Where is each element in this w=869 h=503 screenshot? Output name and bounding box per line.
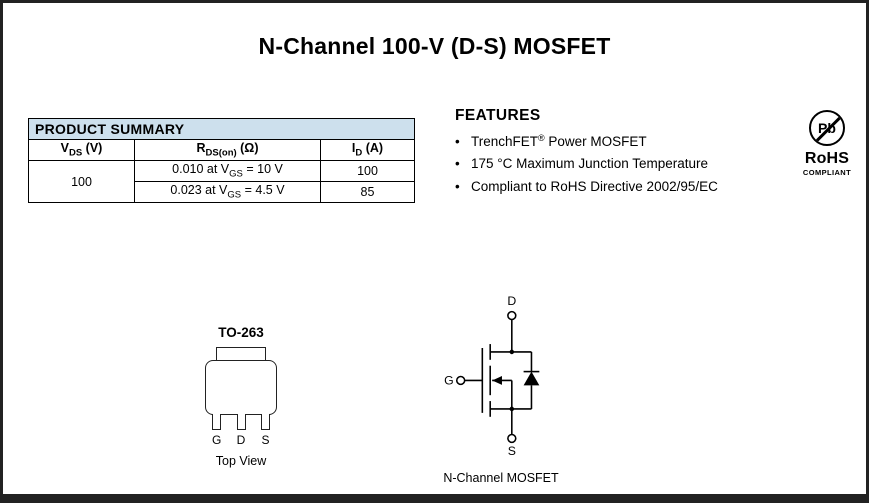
package-lead <box>212 414 221 430</box>
vds-value-cell: 100 <box>28 160 135 203</box>
table-banner: PRODUCT SUMMARY <box>28 118 415 140</box>
terminal-label-s: S <box>508 444 516 458</box>
package-tab <box>216 347 266 360</box>
table-row: 100 0.010 at VGS = 10 V 100 <box>28 160 415 203</box>
source-terminal <box>507 433 517 444</box>
rds-value-cell: 0.023 at VGS = 4.5 V <box>134 181 321 203</box>
feature-item: • Compliant to RoHS Directive 2002/95/EC <box>455 177 775 197</box>
junction-dot <box>509 349 515 355</box>
mosfet-schematic: D G S N-Channel MOSFET <box>431 291 571 485</box>
page-title: N-Channel 100-V (D-S) MOSFET <box>258 33 611 59</box>
feature-item: • 175 °C Maximum Junction Temperature <box>455 154 775 174</box>
features-heading: FEATURES <box>455 107 541 124</box>
feature-text: Compliant to RoHS Directive 2002/95/EC <box>471 178 718 194</box>
features-section: FEATURES • TrenchFET® Power MOSFET • 175… <box>455 107 775 199</box>
package-lead <box>236 414 246 430</box>
pb-free-icon: Pb <box>809 110 845 146</box>
mosfet-symbol-svg: D G S <box>444 294 540 458</box>
package-body <box>205 360 277 415</box>
feature-item: • TrenchFET® Power MOSFET <box>455 132 775 152</box>
pin-label-s: S <box>261 433 270 447</box>
gate-terminal <box>455 375 466 386</box>
id-value-cell: 85 <box>320 181 415 203</box>
table-header-row: VDS (V) RDS(on) (Ω) ID (A) <box>28 139 415 161</box>
rohs-badge: Pb RoHS COMPLIANT <box>795 110 859 177</box>
package-leads <box>205 414 277 430</box>
col-header-id: ID (A) <box>320 139 415 161</box>
drain-terminal <box>507 310 517 321</box>
package-name: TO-263 <box>218 325 264 340</box>
package-lead <box>261 414 270 430</box>
terminal-label-d: D <box>507 294 516 308</box>
id-value-cell: 100 <box>320 160 415 182</box>
col-header-vds: VDS (V) <box>28 139 135 161</box>
slash-icon <box>811 112 843 144</box>
pin-label-g: G <box>212 433 222 447</box>
bullet-icon: • <box>455 178 460 194</box>
product-summary-table: PRODUCT SUMMARY VDS (V) RDS(on) (Ω) ID (… <box>28 118 415 203</box>
bullet-icon: • <box>455 156 460 172</box>
pin-label-d: D <box>236 433 246 447</box>
rds-value-cell: 0.010 at VGS = 10 V <box>134 160 321 182</box>
table-row: 0.023 at VGS = 4.5 V 85 <box>29 181 415 203</box>
terminal-label-g: G <box>444 373 454 387</box>
feature-text: 175 °C Maximum Junction Temperature <box>471 156 709 172</box>
package-caption: Top View <box>215 454 267 468</box>
table-banner-row: PRODUCT SUMMARY <box>28 118 415 140</box>
bullet-icon: • <box>455 134 460 149</box>
rohs-label: RoHS <box>804 150 850 167</box>
diode-icon <box>523 371 540 386</box>
col-header-rds-on: RDS(on) (Ω) <box>134 139 321 161</box>
body-arrow-icon <box>492 376 502 385</box>
feature-text: TrenchFET® Power MOSFET <box>471 132 647 149</box>
schematic-caption: N-Channel MOSFET <box>443 471 559 485</box>
junction-dot <box>509 406 515 412</box>
pin-labels: G D S <box>205 433 277 447</box>
rohs-compliant-label: COMPLIANT <box>802 168 852 177</box>
package-drawing: TO-263 G D S Top View <box>191 325 291 468</box>
